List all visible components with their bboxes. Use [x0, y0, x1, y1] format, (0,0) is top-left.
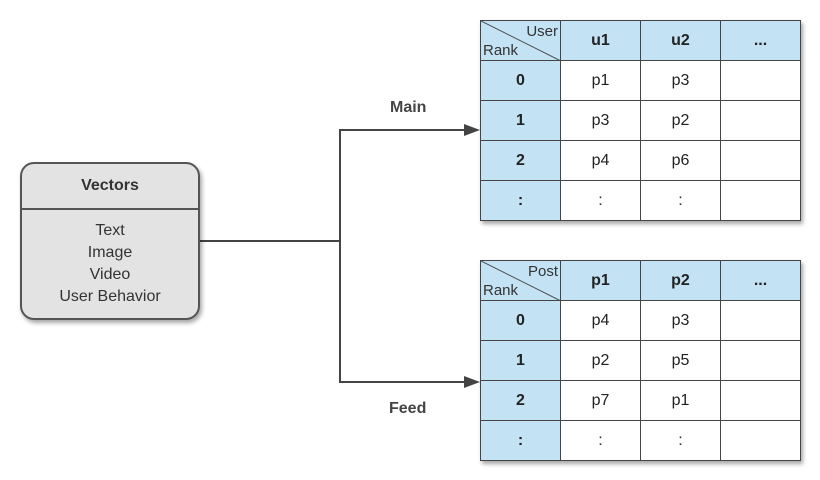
table-cell: p4	[560, 140, 641, 181]
rank-cell: 1	[480, 100, 561, 141]
vectors-title: Vectors	[22, 164, 198, 210]
rank-cell: 0	[480, 60, 561, 101]
table-cell	[720, 180, 801, 221]
table-cell	[720, 340, 801, 381]
vector-item-text: Text	[95, 222, 125, 239]
table-cell: p1	[640, 380, 721, 421]
corner-bottom-label: Rank	[483, 282, 519, 299]
corner-bottom-label: Rank	[483, 42, 519, 59]
table-cell	[720, 60, 801, 101]
table-row: 2 p7 p1	[480, 380, 801, 421]
table-cell	[720, 140, 801, 181]
table-cell: p3	[640, 60, 721, 101]
rank-cell: :	[480, 420, 561, 461]
table-row: : : :	[480, 420, 801, 461]
table-row: 0 p1 p3	[480, 60, 801, 101]
main-rank-table: User Rank u1 u2 ... 0 p1 p3 1 p3 p2 2 p4…	[480, 20, 801, 221]
table-cell: p7	[560, 380, 641, 421]
connector-main	[339, 129, 468, 241]
table-header-row: User Rank u1 u2 ...	[480, 20, 801, 61]
table-cell: p1	[560, 60, 641, 101]
table-cell: :	[560, 420, 641, 461]
column-header: p2	[640, 260, 721, 301]
table-corner: User Rank	[480, 20, 561, 61]
table-cell	[720, 380, 801, 421]
arrowhead-feed	[464, 376, 480, 388]
corner-diagonal	[481, 261, 561, 301]
rank-cell: 0	[480, 300, 561, 341]
rank-cell: 1	[480, 340, 561, 381]
table-cell: p3	[560, 100, 641, 141]
table-cell	[720, 420, 801, 461]
table-header-row: Post Rank p1 p2 ...	[480, 260, 801, 301]
table-cell: p3	[640, 300, 721, 341]
table-cell: :	[640, 420, 721, 461]
vector-item-video: Video	[89, 266, 131, 283]
table-row: 1 p3 p2	[480, 100, 801, 141]
column-header: p1	[560, 260, 641, 301]
table-cell	[720, 300, 801, 341]
vectors-items: Text Image Video User Behavior	[22, 210, 198, 308]
table-cell: p5	[640, 340, 721, 381]
corner-diagonal	[481, 21, 561, 61]
corner-top-label: User	[526, 23, 558, 40]
rank-cell: :	[480, 180, 561, 221]
vector-item-user-behavior: User Behavior	[59, 288, 161, 305]
table-row: 2 p4 p6	[480, 140, 801, 181]
table-cell: :	[640, 180, 721, 221]
vectors-box: Vectors Text Image Video User Behavior	[20, 162, 200, 320]
table-cell: p6	[640, 140, 721, 181]
rank-cell: 2	[480, 380, 561, 421]
rank-cell: 2	[480, 140, 561, 181]
table-cell: p2	[640, 100, 721, 141]
arrowhead-main	[464, 124, 480, 136]
table-cell	[720, 100, 801, 141]
feed-rank-table: Post Rank p1 p2 ... 0 p4 p3 1 p2 p5 2 p7…	[480, 260, 801, 461]
column-header: ...	[720, 20, 801, 61]
table-corner: Post Rank	[480, 260, 561, 301]
feed-label: Feed	[389, 400, 427, 417]
main-label: Main	[390, 99, 427, 116]
column-header: u2	[640, 20, 721, 61]
table-cell: p4	[560, 300, 641, 341]
corner-top-label: Post	[527, 263, 558, 280]
table-cell: p2	[560, 340, 641, 381]
table-cell: :	[560, 180, 641, 221]
column-header: ...	[720, 260, 801, 301]
table-row: 0 p4 p3	[480, 300, 801, 341]
table-row: : : :	[480, 180, 801, 221]
table-row: 1 p2 p5	[480, 340, 801, 381]
column-header: u1	[560, 20, 641, 61]
connector-feed	[339, 241, 468, 383]
vector-item-image: Image	[87, 244, 133, 261]
